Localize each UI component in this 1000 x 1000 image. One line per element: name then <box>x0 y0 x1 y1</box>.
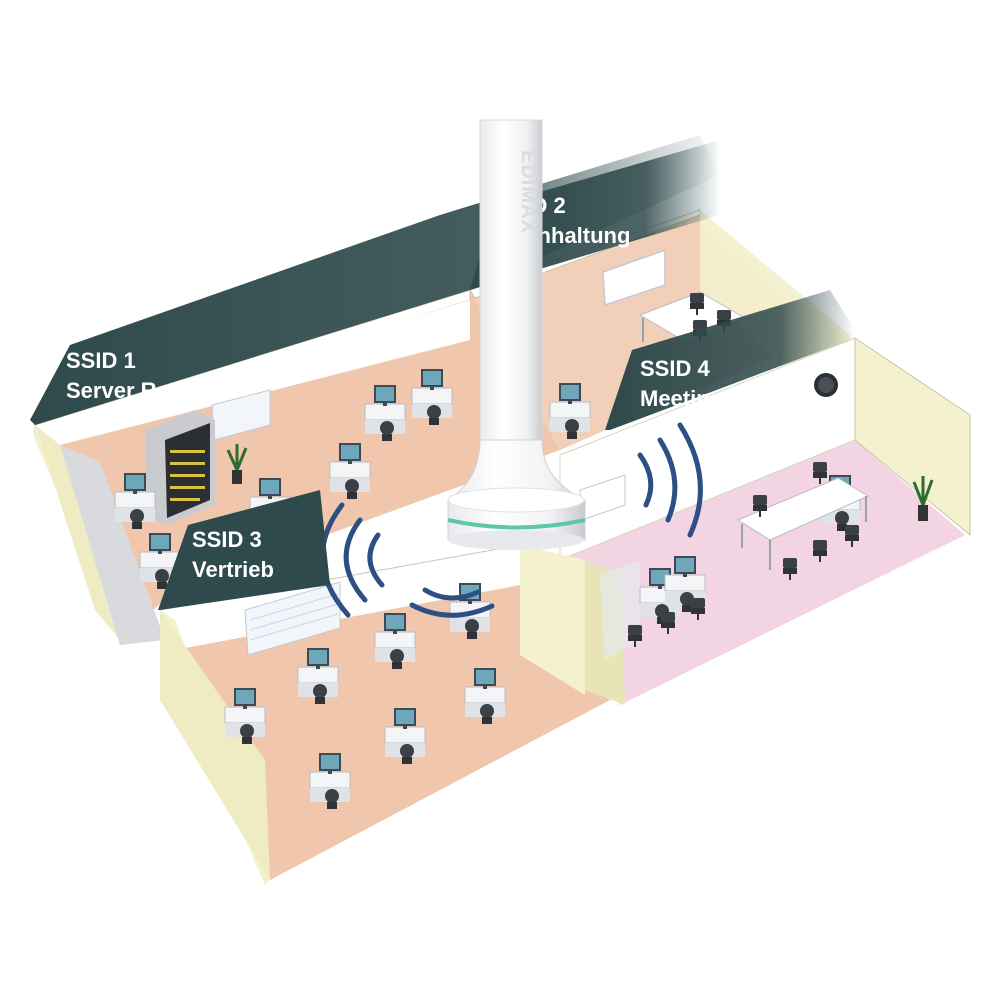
server-rack <box>145 410 215 525</box>
meeting-room-floor <box>560 440 965 705</box>
device-brand: EDIMAX <box>517 150 539 234</box>
ssid3-subtitle: Vertrieb <box>192 557 274 582</box>
ssid1-title: SSID 1 <box>66 348 136 373</box>
plant-icon <box>912 476 934 521</box>
whiteboard <box>602 248 666 307</box>
ssid4-banner: SSID 4 Meeting Raum <box>605 290 855 430</box>
ceiling-access-point-icon: EDIMAX <box>447 119 586 550</box>
ssid3-title: SSID 3 <box>192 527 262 552</box>
ssid1-subtitle: Server Raum <box>66 378 202 403</box>
ssid4-title: SSID 4 <box>640 356 710 381</box>
wifi-signal-icon <box>320 422 703 618</box>
ssid3-banner: SSID 3 Vertrieb <box>158 490 330 610</box>
ssid4-subtitle: Meeting Raum <box>640 386 790 411</box>
plant-icon <box>226 444 248 484</box>
fixtures <box>145 248 934 656</box>
